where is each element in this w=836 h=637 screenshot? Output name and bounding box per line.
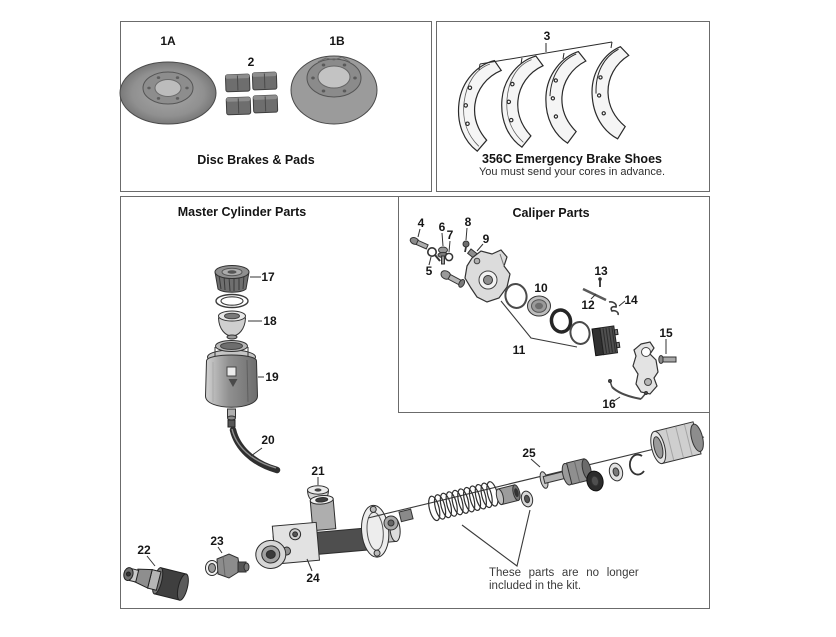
cap-17-drawing: [214, 265, 261, 293]
part-label-24: 24: [306, 571, 320, 585]
disc-brakes-panel: [120, 21, 432, 192]
emergency-shoes-title: 356C Emergency Brake Shoes: [482, 152, 662, 166]
brake-shoes-drawing: [457, 45, 630, 152]
part-label-18: 18: [263, 314, 277, 328]
caliper-panel: [398, 196, 710, 413]
caliper-leader-lines: [417, 227, 667, 402]
part-label-25: 25: [522, 446, 536, 460]
emergency-shoes-panel: [436, 21, 710, 192]
leader-22: [146, 555, 156, 567]
kit-note-line2: included in the kit.: [489, 579, 582, 592]
part-label-13: 13: [594, 264, 608, 278]
disc-brakes-title: Disc Brakes & Pads: [197, 153, 315, 167]
kit-note: These parts are no longer included in th…: [489, 567, 639, 592]
part-label-4: 4: [417, 216, 425, 230]
caliper-half-drawing: [440, 249, 511, 303]
part-label-9: 9: [482, 232, 490, 246]
internals-25-drawing: [383, 421, 704, 531]
caliper-title: Caliper Parts: [512, 206, 590, 220]
part-label-8: 8: [464, 215, 472, 229]
master-cylinder-title: Master Cylinder Parts: [177, 205, 307, 219]
brake-pads-drawing: [224, 71, 279, 116]
part-label-22: 22: [137, 543, 151, 557]
part-label-17: 17: [261, 270, 275, 284]
pin-and-clip-drawing: [582, 277, 619, 316]
part-label-14: 14: [624, 293, 638, 307]
part-label-1b: 1B: [329, 34, 345, 48]
emergency-shoes-subtitle: You must send your cores in advance.: [478, 166, 666, 178]
switch-23-drawing: [205, 553, 250, 579]
part-label-7: 7: [446, 228, 454, 242]
part-label-12: 12: [581, 298, 595, 312]
brake-pad-drawing: [591, 325, 621, 357]
part-label-1a: 1A: [160, 34, 176, 48]
seals-and-piston-drawing: [500, 283, 591, 348]
float-18-drawing: [217, 310, 262, 340]
part-label-2: 2: [247, 55, 255, 69]
part-label-15: 15: [659, 326, 673, 340]
part-label-5: 5: [425, 264, 433, 278]
leader-23: [217, 546, 223, 554]
fitting-22-drawing: [123, 567, 189, 601]
gasket-ring-drawing: [215, 293, 249, 309]
disc-1b-drawing: [290, 55, 378, 125]
part-label-19: 19: [265, 370, 279, 384]
hose-20-drawing: [229, 426, 281, 474]
leader-24: [306, 558, 313, 572]
part-label-3: 3: [543, 29, 551, 43]
part-label-10: 10: [534, 281, 548, 295]
master-cylinder-24-drawing: [255, 494, 401, 569]
caliper-body-drawing: [608, 341, 677, 400]
part-label-21: 21: [311, 464, 325, 478]
kit-line-25: [367, 436, 705, 519]
disc-1a-drawing: [119, 61, 217, 125]
part-label-6: 6: [438, 220, 446, 234]
reservoir-19-drawing: [204, 340, 264, 428]
part-label-20: 20: [261, 433, 275, 447]
part-label-23: 23: [210, 534, 224, 548]
shoes-bracket-3: [478, 41, 613, 71]
part-label-16: 16: [602, 397, 616, 411]
kit-note-line1: These parts are no longer: [489, 567, 639, 579]
part-label-11: 11: [512, 343, 526, 357]
note-leader-lines: [461, 509, 531, 567]
